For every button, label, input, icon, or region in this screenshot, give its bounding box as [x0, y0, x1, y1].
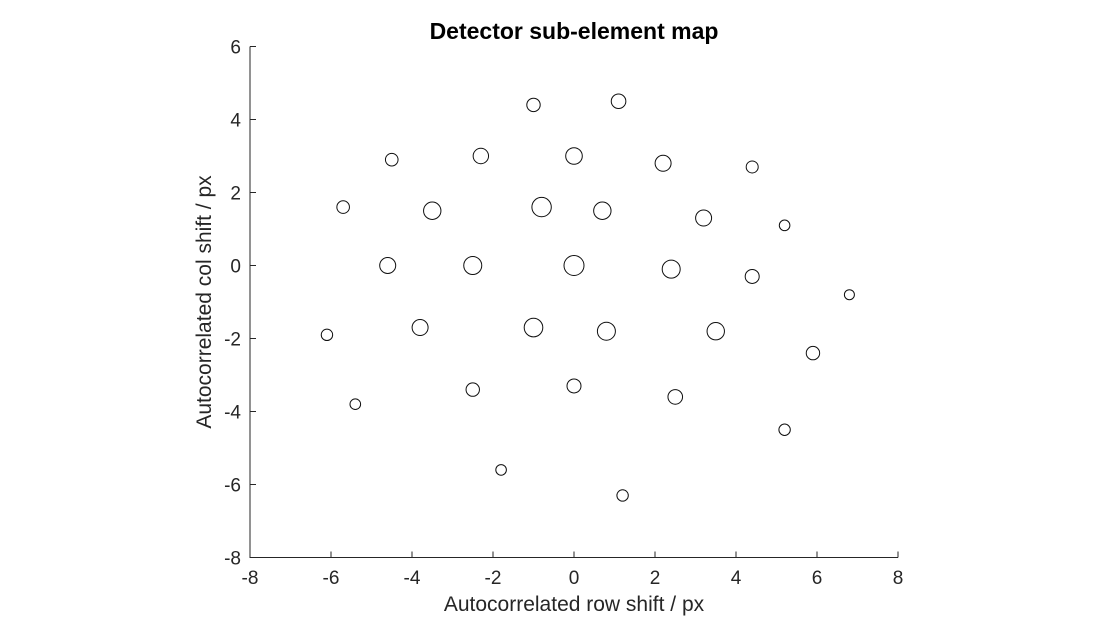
x-axis-label: Autocorrelated row shift / px [444, 593, 705, 616]
y-tick-label: -6 [224, 476, 241, 497]
x-tick-label: -2 [485, 568, 502, 589]
y-axis-label: Autocorrelated col shift / px [193, 175, 216, 429]
scatter-point [320, 328, 334, 342]
scatter-point [616, 489, 629, 502]
scatter-point [379, 257, 397, 274]
y-tick-label: -4 [224, 403, 241, 424]
scatter-point [745, 160, 759, 174]
scatter-points [320, 93, 855, 502]
y-tick-label: 4 [230, 111, 241, 132]
y-tick-label: -8 [224, 549, 241, 570]
scatter-point [563, 255, 585, 276]
scatter-point [336, 200, 350, 214]
scatter-point [778, 219, 791, 232]
x-tick-label: 6 [812, 568, 823, 589]
y-tick-label: 0 [230, 257, 241, 278]
plot-axes: -8 -6 -4 -2 0 2 4 6 8 -8 -6 -4 -2 0 2 4 6 [224, 38, 903, 590]
scatter-point [744, 268, 760, 284]
y-tick-label: 6 [230, 38, 241, 59]
scatter-point [523, 317, 544, 338]
scatter-point [495, 464, 507, 476]
x-tick-label: 4 [731, 568, 742, 589]
x-tick-label: -6 [323, 568, 340, 589]
y-axis-ticks [250, 46, 256, 558]
scatter-point [566, 378, 582, 394]
scatter-point [805, 345, 821, 361]
scatter-point [384, 152, 399, 167]
x-tick-label: 8 [893, 568, 904, 589]
x-tick-label: -4 [404, 568, 421, 589]
scatter-point [526, 97, 541, 113]
scatter-point [593, 201, 612, 220]
scatter-point [463, 256, 483, 275]
scatter-point [411, 319, 429, 337]
x-axis-tick-labels: -8 -6 -4 -2 0 2 4 6 8 [242, 568, 904, 589]
x-axis-ticks [249, 551, 899, 558]
y-axis-tick-labels: -8 -6 -4 -2 0 2 4 6 [224, 38, 241, 570]
scatter-point [706, 322, 725, 341]
y-tick-label: -2 [224, 330, 241, 351]
scatter-point [531, 196, 552, 218]
scatter-point [423, 201, 442, 220]
scatter-point [843, 289, 855, 301]
scatter-point [661, 259, 681, 279]
x-tick-label: 2 [650, 568, 661, 589]
y-tick-label: 2 [230, 184, 241, 205]
x-tick-label: -8 [242, 568, 259, 589]
scatter-point [349, 398, 362, 411]
scatter-point [596, 321, 616, 341]
scatter-point [695, 209, 713, 227]
scatter-point [610, 93, 627, 110]
scatter-point [472, 147, 490, 165]
scatter-point [565, 147, 583, 165]
scatter-point [465, 382, 480, 397]
x-tick-label: 0 [569, 568, 580, 589]
scatter-point [667, 389, 684, 405]
scatter-point [778, 423, 791, 436]
chart-title: Detector sub-element map [430, 18, 719, 44]
scatter-point [654, 154, 672, 172]
